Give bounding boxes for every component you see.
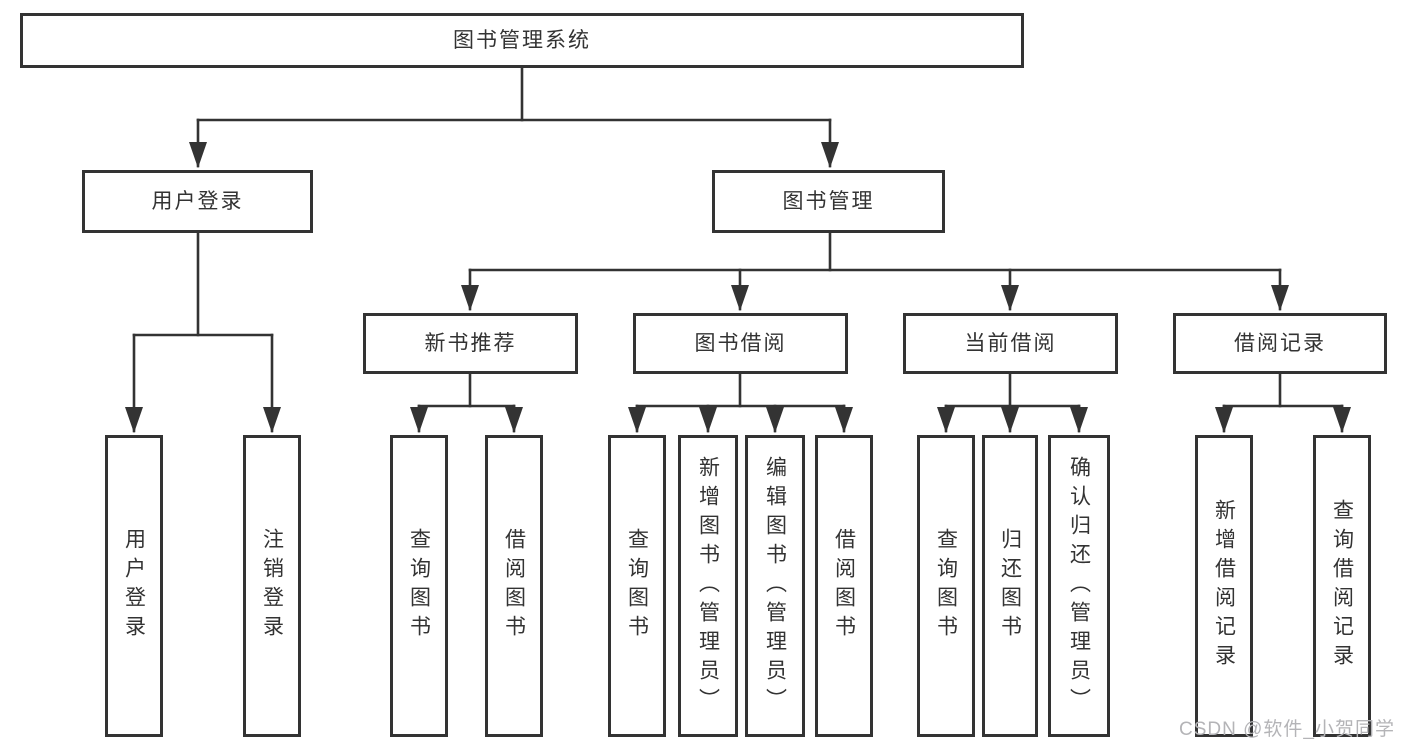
node-label: 确认归还（管理员） (1067, 455, 1091, 717)
node-label: 借阅图书 (502, 528, 526, 644)
node-book-management: 图书管理 (712, 170, 945, 233)
node-library-management-system: 图书管理系统 (20, 13, 1024, 68)
node-label: 当前借阅 (964, 332, 1057, 355)
node-label: 归还图书 (998, 528, 1022, 644)
node-label: 编辑图书（管理员） (763, 455, 787, 717)
leaf-current-return-books: 归还图书 (982, 435, 1038, 737)
leaf-logout: 注销登录 (243, 435, 301, 737)
node-label: 新增图书（管理员） (696, 455, 720, 717)
node-label: 新书推荐 (424, 332, 517, 355)
node-user-login: 用户登录 (82, 170, 313, 233)
node-label: 用户登录 (122, 528, 146, 644)
leaf-current-query-books: 查询图书 (917, 435, 975, 737)
leaf-current-confirm-return-admin: 确认归还（管理员） (1048, 435, 1110, 737)
node-label: 借阅图书 (832, 528, 856, 644)
leaf-newrec-borrow-books: 借阅图书 (485, 435, 543, 737)
node-label: 注销登录 (260, 528, 284, 644)
node-label: 图书管理系统 (453, 29, 591, 52)
node-borrowing-records: 借阅记录 (1173, 313, 1387, 374)
node-label: 查询图书 (407, 528, 431, 644)
node-label: 借阅记录 (1234, 332, 1326, 355)
node-label: 新增借阅记录 (1212, 499, 1236, 673)
leaf-user-login: 用户登录 (105, 435, 163, 737)
node-label: 查询借阅记录 (1330, 499, 1354, 673)
leaf-newrec-query-books: 查询图书 (390, 435, 448, 737)
leaf-records-add-borrow-record: 新增借阅记录 (1195, 435, 1253, 737)
node-new-book-recommend: 新书推荐 (363, 313, 578, 374)
node-label: 查询图书 (625, 528, 649, 644)
node-label: 图书借阅 (694, 332, 787, 355)
leaf-records-query-borrow-record: 查询借阅记录 (1313, 435, 1371, 737)
csdn-watermark: CSDN @软件_小贺同学 (1179, 719, 1395, 740)
node-label: 图书管理 (782, 190, 875, 213)
leaf-borrow-query-books: 查询图书 (608, 435, 666, 737)
leaf-borrow-borrow-books: 借阅图书 (815, 435, 873, 737)
node-label: 查询图书 (934, 528, 958, 644)
node-label: 用户登录 (151, 190, 244, 213)
leaf-borrow-edit-books-admin: 编辑图书（管理员） (745, 435, 805, 737)
leaf-borrow-add-books-admin: 新增图书（管理员） (678, 435, 738, 737)
node-current-borrowing: 当前借阅 (903, 313, 1118, 374)
node-book-borrowing: 图书借阅 (633, 313, 848, 374)
